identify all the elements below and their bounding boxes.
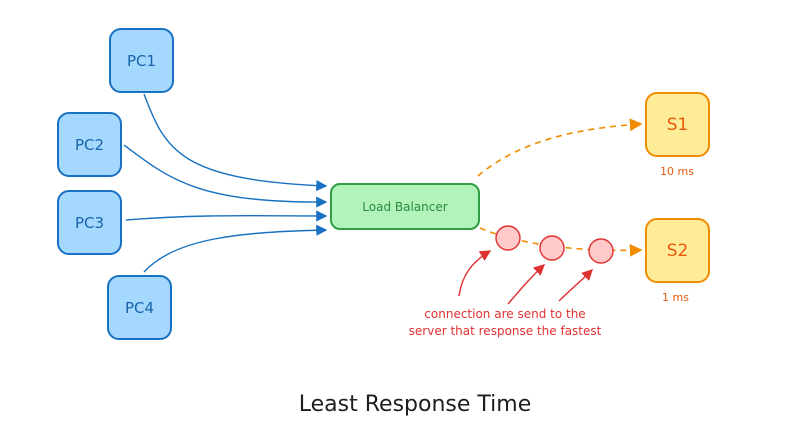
client-pc2: PC2 xyxy=(57,112,122,177)
s2-latency: 1 ms xyxy=(662,291,689,304)
client-pc3: PC3 xyxy=(57,190,122,255)
connection-dot xyxy=(539,235,565,261)
arrow-lb-s1 xyxy=(477,118,643,177)
arrow-pc3-lb xyxy=(125,210,328,222)
annotation-line1: connection are send to the xyxy=(424,307,586,321)
annotation-arrow xyxy=(507,264,546,305)
arrow-lb-s2 xyxy=(479,227,643,257)
annotation-line2: server that response the fastest xyxy=(408,324,602,338)
client-pc1: PC1 xyxy=(109,28,174,93)
arrow-pc2-lb xyxy=(123,144,328,208)
server-s2: S2 xyxy=(645,218,710,283)
connection-dot xyxy=(495,225,521,251)
arrow-pc4-lb xyxy=(143,224,328,273)
client-pc4: PC4 xyxy=(107,275,172,340)
server-s1: S1 xyxy=(645,92,710,157)
load-balancer: Load Balancer xyxy=(330,183,480,230)
diagram-title: Least Response Time xyxy=(298,392,532,417)
annotation-arrow xyxy=(558,269,593,302)
annotation-arrow xyxy=(458,250,492,297)
connection-dot xyxy=(588,238,614,264)
arrow-pc1-lb xyxy=(143,93,328,192)
s1-latency: 10 ms xyxy=(660,165,694,178)
annotation: connection are send to the server that r… xyxy=(409,306,602,340)
